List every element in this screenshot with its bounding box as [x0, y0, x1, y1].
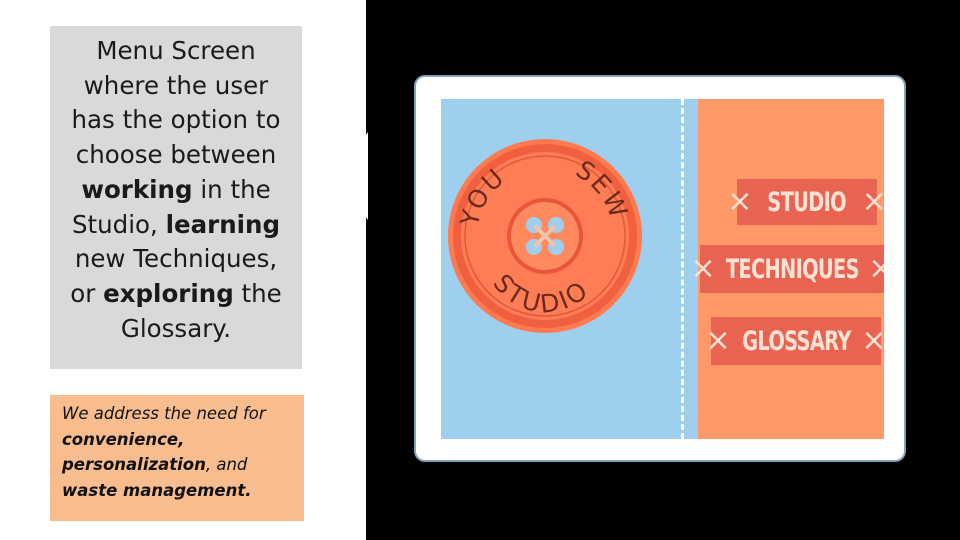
callout-line: has the option to [71, 105, 281, 135]
callout-line: where the user [83, 70, 269, 100]
emphasis-personalization: personalization [62, 455, 206, 474]
description-callout: Menu Screen where the user has the optio… [50, 26, 302, 369]
value-note: We address the need for convenience, pers… [50, 395, 304, 521]
callout-line: new Techniques, [74, 244, 278, 274]
callout-fragment: Studio, [71, 209, 166, 239]
emphasis-exploring: exploring [103, 278, 234, 308]
callout-fragment: in the [192, 174, 271, 204]
menu-label-techniques: TECHNIQUES [725, 253, 860, 285]
app-menu-screen: YOU SEW STUDIO × STUDIO × × TECHNIQUES ×… [441, 99, 884, 439]
stitch-x-icon: × [690, 250, 716, 286]
emphasis-working: working [81, 174, 193, 204]
menu-label-glossary: GLOSSARY [741, 325, 851, 357]
note-text: We address the need for convenience, pers… [62, 401, 298, 503]
callout-line: or exploring the [50, 277, 302, 312]
stitch-x-icon: × [861, 183, 884, 219]
callout-line: choose between [75, 140, 277, 170]
menu-button-glossary[interactable]: × GLOSSARY × [705, 317, 884, 365]
stitch-x-icon: × [861, 322, 884, 358]
callout-text: Menu Screen where the user has the optio… [50, 34, 302, 346]
menu-button-studio[interactable]: × STUDIO × [727, 179, 884, 225]
note-fragment: , and [205, 455, 248, 474]
emphasis-learning: learning [165, 209, 281, 239]
you-sew-studio-logo: YOU SEW STUDIO [448, 139, 642, 333]
stitch-x-icon: × [727, 183, 753, 219]
callout-line: working in the [50, 173, 302, 208]
menu-button-techniques[interactable]: × TECHNIQUES × [691, 245, 884, 293]
emphasis-waste-management: waste management. [62, 480, 252, 500]
callout-line: Menu Screen [96, 36, 256, 65]
callout-fragment: the [233, 278, 282, 308]
callout-fragment: or [70, 278, 104, 308]
stitch-line [681, 99, 684, 439]
note-fragment: We address the need for [62, 404, 266, 423]
callout-pointer-arrow [336, 132, 368, 220]
callout-line: Glossary. [120, 313, 232, 343]
menu-label-studio: STUDIO [767, 186, 847, 218]
emphasis-convenience: convenience, [62, 429, 185, 449]
stitch-x-icon: × [868, 250, 884, 286]
stitch-x-icon: × [705, 322, 731, 358]
callout-line: Studio, learning [50, 208, 302, 243]
